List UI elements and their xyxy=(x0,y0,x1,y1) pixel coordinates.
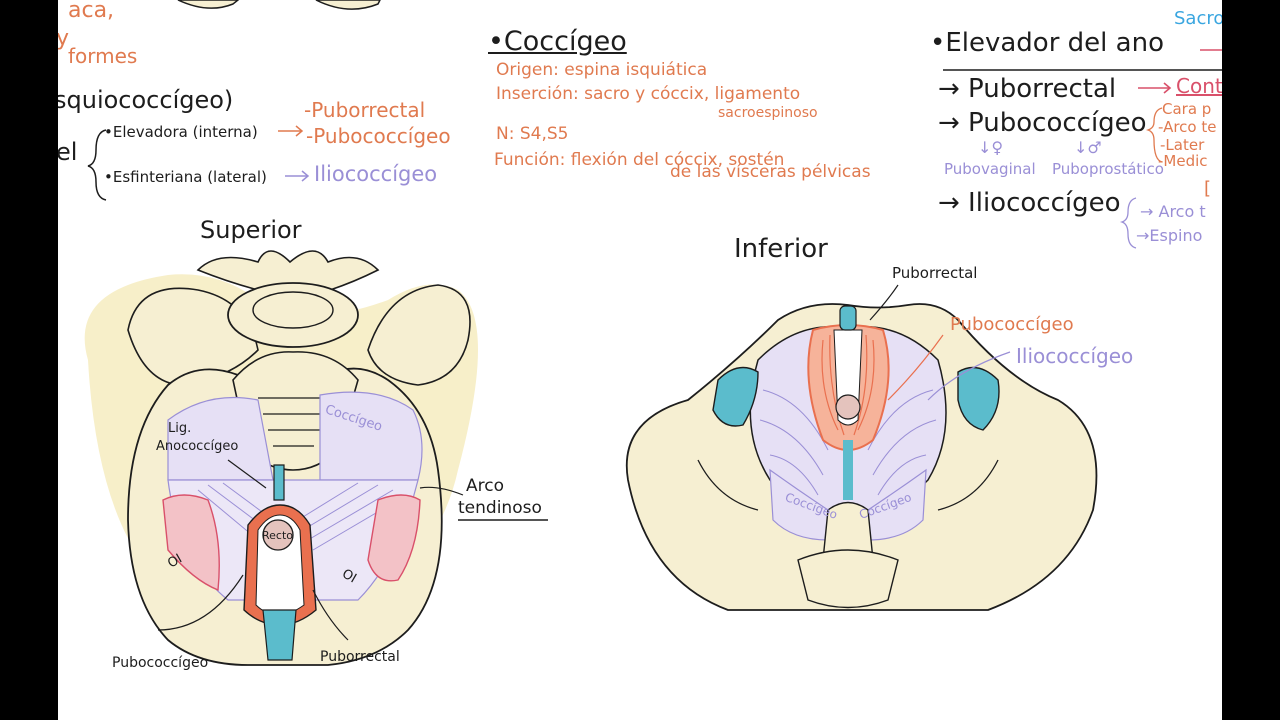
puboprostatico-symbol: ↓♂ xyxy=(1074,138,1102,157)
elevador-iliococcigeo: → Iliococcígeo xyxy=(938,188,1121,218)
note-fragment-y: y xyxy=(58,26,70,51)
label-recto: Recto xyxy=(262,529,294,542)
label-puborrectal-inferior: Puborrectal xyxy=(892,264,978,282)
sacrum-inferior xyxy=(797,549,899,609)
elevador-cont: Cont xyxy=(1176,74,1222,98)
pointer-pubococcigeo xyxy=(157,574,244,631)
elevador-arco-2: → Arco t xyxy=(1140,202,1206,221)
pubovaginal-label: Pubovaginal xyxy=(944,160,1036,178)
pointer-puborrectal-inf xyxy=(869,284,899,321)
iliococcygeal-fibers xyxy=(759,389,937,496)
label-iliococcigeo-inferior: Iliococcígeo xyxy=(1016,344,1134,368)
label-puborrectal-superior: Puborrectal xyxy=(320,649,400,665)
coccigeo-nervio: N: S4,S5 xyxy=(496,124,569,144)
pointer-puborrectal xyxy=(312,589,349,641)
label-anococcigeo: Anococcígeo xyxy=(156,439,239,454)
label-lig: Lig. xyxy=(168,421,192,436)
pointer-arco xyxy=(419,486,464,496)
pointer-lig xyxy=(227,459,267,489)
coccigeo-insercion-2: sacroespinoso xyxy=(718,105,818,121)
arrow-puborrectal-cont xyxy=(1138,82,1172,94)
superior-title: Superior xyxy=(200,216,302,244)
elevador-medi: -Medic xyxy=(1158,152,1208,170)
levator-fibers xyxy=(197,482,399,551)
pointer-iliococcigeo-inf xyxy=(927,351,1011,401)
label-tendinoso: tendinoso xyxy=(458,498,542,518)
note-puborrectal: -Puborrectal xyxy=(304,98,426,122)
inferior-title: Inferior xyxy=(734,234,828,264)
pubococcygeal-fibers xyxy=(821,334,875,436)
arrow-esfinteriana xyxy=(285,170,310,182)
puboprostatico-label: Puboprostático xyxy=(1052,160,1164,178)
anococcygeal-ligament xyxy=(273,464,285,501)
note-iliococcigeo: Iliococcígeo xyxy=(314,162,438,186)
note-fragment-formes: formes xyxy=(68,44,138,68)
coccigeo-origen: Origen: espina isquiática xyxy=(496,60,708,80)
rectum-circle xyxy=(262,519,294,551)
label-pubococcigeo-inferior: Pubococcígeo xyxy=(950,314,1074,335)
elevador-late: -Later xyxy=(1160,136,1205,154)
ilium-right xyxy=(367,284,471,386)
anatomy-drawings xyxy=(84,0,1222,666)
note-fragment-aca: aca, xyxy=(68,0,115,23)
brace-iliococcigeo xyxy=(1119,197,1137,249)
left-brace xyxy=(87,129,107,201)
brace-pubococcigeo xyxy=(1145,107,1163,163)
urogenital-teal xyxy=(262,609,297,661)
elevador-puborrectal: → Puborrectal xyxy=(938,74,1117,104)
superior-pelvis xyxy=(84,250,548,666)
elevador-pubococcigeo: → Pubococcígeo xyxy=(938,108,1147,138)
coccigeo-right-area xyxy=(319,391,423,481)
coccigeo-insercion: Inserción: sacro y cóccix, ligamento xyxy=(496,84,801,104)
obturator-left xyxy=(712,366,759,427)
pubic-symphysis xyxy=(839,305,857,331)
inferior-pelvis xyxy=(625,284,1098,611)
elevador-arco: -Arco te xyxy=(1158,118,1217,136)
sacral-lines xyxy=(258,397,330,447)
pointer-pubococcigeo-inf xyxy=(887,334,944,401)
vertebral-disc xyxy=(252,291,334,329)
note-isquiococcigeo: squiococcígeo) xyxy=(58,86,234,114)
note-elevadora: •Elevadora (interna) xyxy=(104,123,258,141)
elevador-title: •Elevador del ano xyxy=(930,28,1164,58)
obturator-right xyxy=(957,366,1000,431)
anal-canal xyxy=(835,394,861,420)
elevador-espino: →Espino xyxy=(1136,226,1203,245)
coccigeo-funcion-2: de las vísceras pélvicas xyxy=(670,162,871,182)
note-fragment-el: el xyxy=(58,138,78,166)
note-esfinteriana: •Esfinteriana (lateral) xyxy=(104,168,267,186)
ischial-lines xyxy=(697,459,999,511)
pubovaginal-symbol: ↓♀ xyxy=(978,138,1004,157)
oi-right-area xyxy=(367,494,421,582)
coccigeo-title: •Coccígeo xyxy=(488,26,627,57)
note-pubococcigeo: -Pubococcígeo xyxy=(306,124,451,148)
label-arco: Arco xyxy=(466,476,504,496)
elevador-bracket: [ xyxy=(1204,178,1212,199)
label-pubococcigeo-superior: Pubococcígeo xyxy=(112,655,209,671)
anococcygeal-body xyxy=(843,440,853,500)
ilium-left xyxy=(127,287,259,386)
arrow-elevadora xyxy=(278,125,304,137)
elevador-sacro: Sacro xyxy=(1174,8,1222,29)
coccigeo-funcion: Función: flexión del cóccix, sostén xyxy=(494,150,785,170)
oi-left-area xyxy=(162,494,220,591)
whiteboard: aca, y formes squiococcígeo) el •Elevado… xyxy=(58,0,1222,720)
bone-fragment-right xyxy=(315,0,381,10)
elevador-cara: Cara p xyxy=(1162,100,1212,118)
bone-fragment-left xyxy=(177,0,240,9)
